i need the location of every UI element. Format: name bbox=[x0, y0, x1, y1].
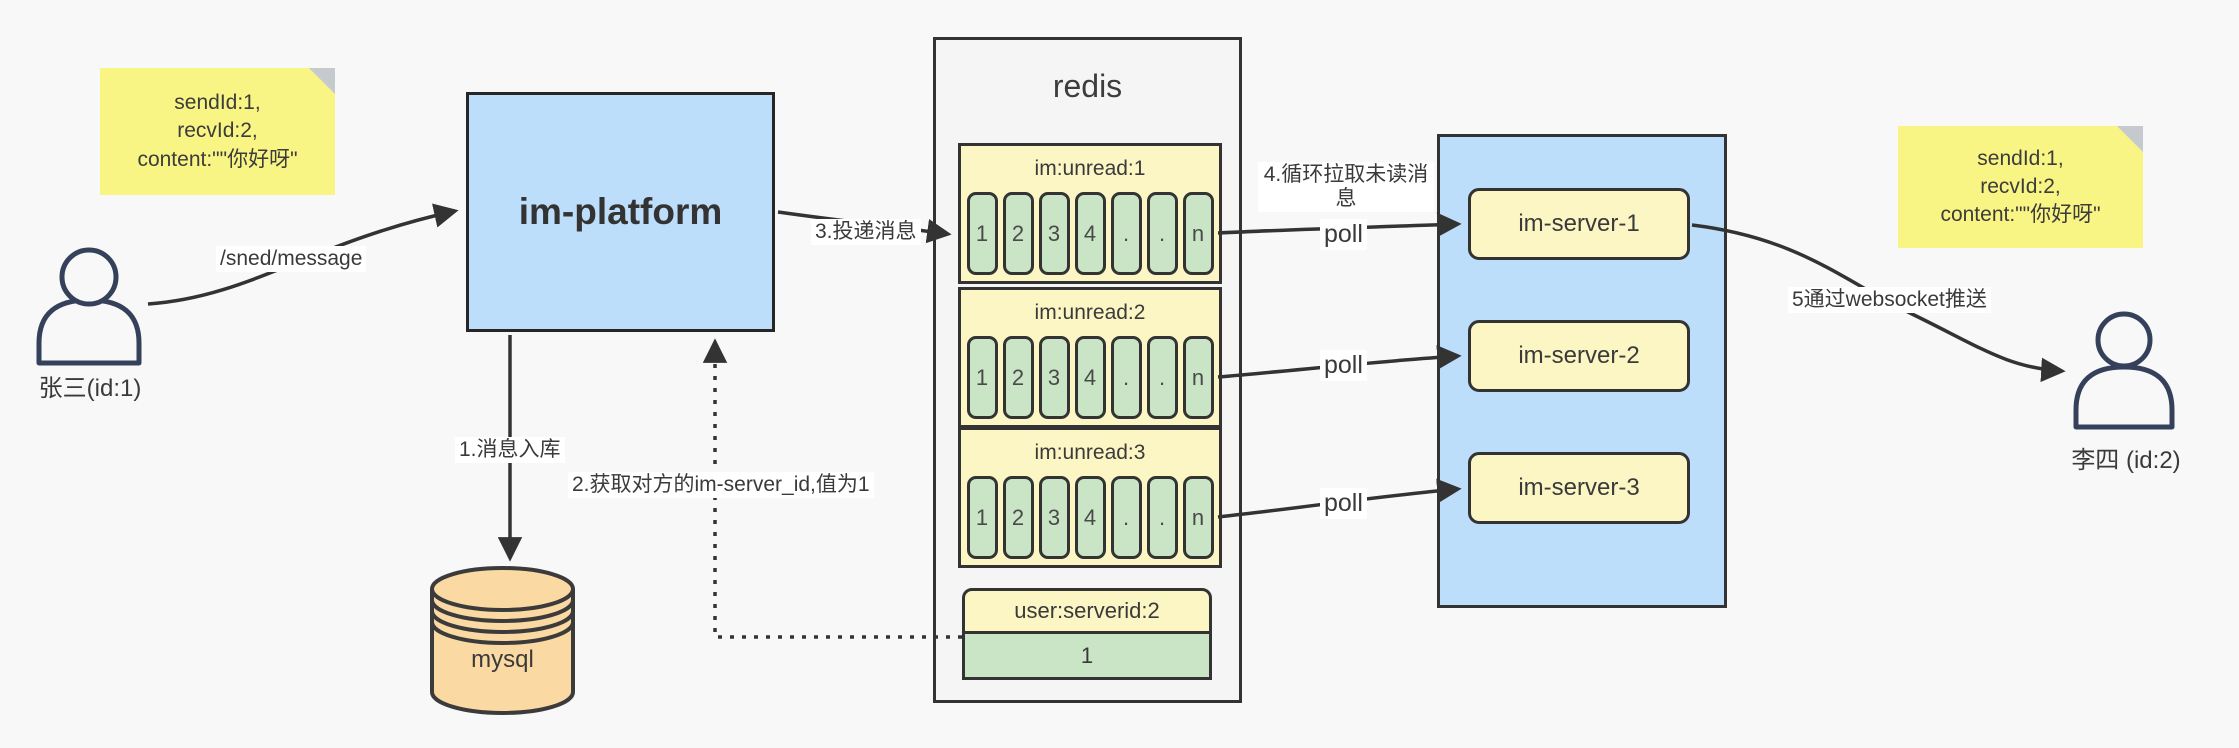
unread-queue-2: im:unread:2 1 2 3 4 . . n bbox=[958, 287, 1222, 428]
mysql-label: mysql bbox=[471, 646, 534, 673]
queue-header: im:unread:1 bbox=[1034, 157, 1146, 180]
queue-cell: n bbox=[1182, 192, 1214, 275]
queue-cell: 1 bbox=[966, 192, 998, 275]
im-server-2-label: im-server-2 bbox=[1518, 342, 1640, 369]
note-line: recvId:2, bbox=[177, 119, 258, 143]
queue-cells: 1 2 3 4 . . n bbox=[961, 476, 1219, 565]
queue-cell: 3 bbox=[1038, 192, 1070, 275]
unread-queue-1: im:unread:1 1 2 3 4 . . n bbox=[958, 143, 1222, 284]
queue-cell: 4 bbox=[1074, 192, 1106, 275]
message-payload-note-left: sendId:1, recvId:2, content:""你好呀" bbox=[100, 68, 335, 195]
queue-cell: . bbox=[1110, 476, 1142, 559]
step2-label: 2.获取对方的im-server_id,值为1 bbox=[568, 472, 874, 499]
note-line: sendId:1, bbox=[1977, 146, 2064, 170]
queue-cell: . bbox=[1146, 192, 1178, 275]
queue-cells: 1 2 3 4 . . n bbox=[961, 336, 1219, 425]
step5-label: 5通过websocket推送 bbox=[1788, 287, 1991, 314]
im-platform-node: im-platform bbox=[466, 92, 775, 332]
sender-label: 张三(id:1) bbox=[38, 375, 142, 402]
unread-queue-3: im:unread:3 1 2 3 4 . . n bbox=[958, 427, 1222, 568]
queue-cell: 2 bbox=[1002, 336, 1034, 419]
receiver-person-icon bbox=[2073, 311, 2175, 430]
poll-label-1: poll bbox=[1320, 219, 1367, 250]
queue-cell: . bbox=[1110, 336, 1142, 419]
message-payload-note-right: sendId:1, recvId:2, content:""你好呀" bbox=[1898, 126, 2143, 248]
note-line: content:""你好呀" bbox=[137, 147, 298, 171]
note-line: recvId:2, bbox=[1980, 174, 2061, 198]
step3-label: 3.投递消息 bbox=[811, 219, 921, 246]
queue-cell: . bbox=[1110, 192, 1142, 275]
im-server-1-label: im-server-1 bbox=[1518, 210, 1640, 237]
redis-title: redis bbox=[1052, 68, 1123, 104]
im-platform-label: im-platform bbox=[518, 191, 723, 232]
queue-cell: 4 bbox=[1074, 336, 1106, 419]
queue-cells: 1 2 3 4 . . n bbox=[961, 192, 1219, 281]
step4-label: 4.循环拉取未读消息 bbox=[1258, 162, 1434, 213]
sender-person-icon bbox=[36, 247, 142, 366]
queue-cell: 4 bbox=[1074, 476, 1106, 559]
mapping-value: 1 bbox=[962, 634, 1212, 680]
queue-cell: 1 bbox=[966, 476, 998, 559]
im-server-3-node: im-server-3 bbox=[1468, 452, 1690, 524]
queue-cell: n bbox=[1182, 336, 1214, 419]
note-line: sendId:1, bbox=[174, 91, 261, 115]
im-server-2-node: im-server-2 bbox=[1468, 320, 1690, 392]
queue-cell: 2 bbox=[1002, 476, 1034, 559]
im-server-3-label: im-server-3 bbox=[1518, 474, 1640, 501]
queue-header: im:unread:3 bbox=[1034, 441, 1146, 464]
queue-cell: n bbox=[1182, 476, 1214, 559]
queue-cell: 2 bbox=[1002, 192, 1034, 275]
note-line: content:""你好呀" bbox=[1940, 203, 2101, 227]
user-serverid-mapping: user:serverid:2 1 bbox=[962, 588, 1212, 680]
receiver-label: 李四 (id:2) bbox=[2071, 447, 2181, 474]
queue-cell: 3 bbox=[1038, 336, 1070, 419]
poll-label-3: poll bbox=[1320, 488, 1367, 519]
note-fold-corner bbox=[309, 68, 335, 94]
mapping-key: user:serverid:2 bbox=[962, 588, 1212, 634]
queue-header: im:unread:2 bbox=[1034, 301, 1146, 324]
queue-cell: 3 bbox=[1038, 476, 1070, 559]
step1-label: 1.消息入库 bbox=[455, 437, 565, 464]
mysql-cylinder bbox=[430, 566, 575, 715]
im-server-1-node: im-server-1 bbox=[1468, 188, 1690, 260]
send-api-label: /sned/message bbox=[216, 246, 367, 273]
queue-cell: 1 bbox=[966, 336, 998, 419]
poll-label-2: poll bbox=[1320, 350, 1367, 381]
queue-cell: . bbox=[1146, 336, 1178, 419]
queue-cell: . bbox=[1146, 476, 1178, 559]
note-fold-corner bbox=[2117, 126, 2143, 152]
